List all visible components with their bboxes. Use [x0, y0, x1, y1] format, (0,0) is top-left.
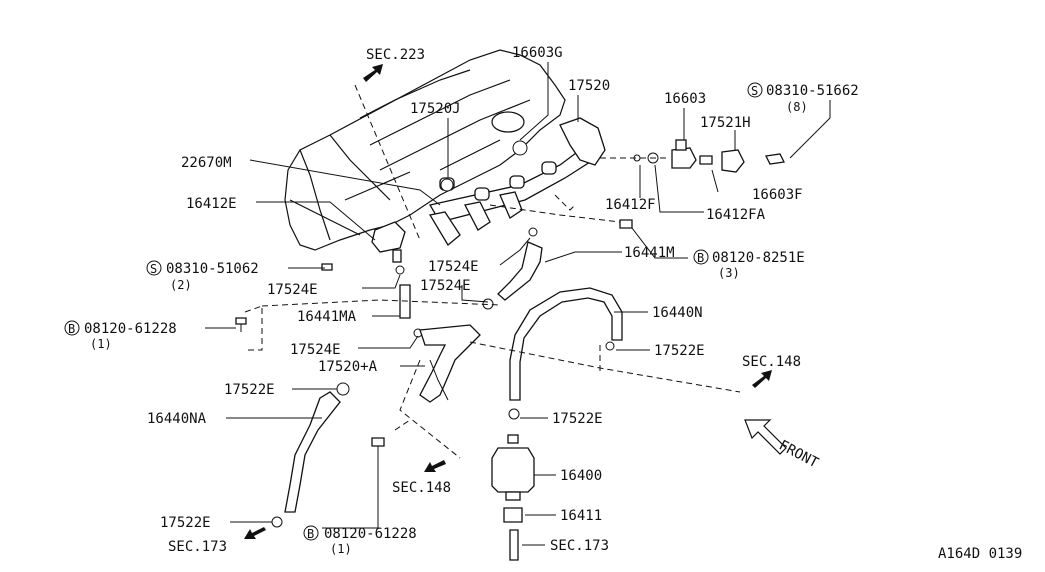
symbol-b-circle: [693, 249, 709, 265]
label-sec223: SEC.223: [366, 47, 425, 63]
label-16440n: 16440N: [652, 305, 703, 321]
label-qty-3: (3): [718, 266, 740, 280]
label-sec148-bottom: SEC.148: [392, 480, 451, 496]
regulator-16412e: [371, 221, 406, 263]
label-b-symbol-2: B: [68, 322, 75, 336]
label-qty-1-top: (1): [90, 337, 112, 351]
sec223-arrow: [363, 64, 383, 82]
label-qty-2: (2): [170, 278, 192, 292]
label-17524e-d: 17524E: [290, 342, 341, 358]
front-arrow: [744, 419, 787, 455]
label-16400: 16400: [560, 468, 602, 484]
label-17521h: 17521H: [700, 115, 751, 131]
label-s-symbol-1: S: [751, 84, 758, 98]
sec173-left-arrow: [244, 527, 266, 539]
label-qty-1-bottom: (1): [330, 542, 352, 556]
label-16441ma: 16441MA: [297, 309, 357, 325]
label-17524e-b: 17524E: [267, 282, 318, 298]
label-16603g: 16603G: [512, 45, 563, 61]
label-17524e-a: 17524E: [428, 259, 479, 275]
engine-head-outline: [284, 49, 566, 251]
label-sec173-left: SEC.173: [168, 539, 227, 555]
label-s-symbol-2: S: [150, 262, 157, 276]
sec148-right-arrow: [752, 370, 772, 388]
pressure-regulator: [559, 117, 606, 166]
phantom-lines: [244, 84, 741, 459]
pressure-damper-assembly: [633, 139, 785, 173]
label-17522e-c: 17522E: [552, 411, 603, 427]
symbol-s-circle: [747, 82, 763, 98]
label-16411: 16411: [560, 508, 602, 524]
label-22670m: 22670M: [181, 155, 232, 171]
label-b-symbol-3: B: [307, 527, 314, 541]
label-16412f: 16412F: [605, 197, 656, 213]
label-17520: 17520: [568, 78, 610, 94]
label-16412fa: 16412FA: [706, 207, 766, 223]
section-arrows: [244, 64, 787, 539]
label-08310-51062: 08310-51062: [166, 261, 259, 277]
label-08120-61228-bottom: 08120-61228: [324, 526, 417, 542]
label-08120-8251e: 08120-8251E: [712, 250, 805, 266]
callout-labels: SEC.223 16603G 17520 17520J 16603 S 0831…: [64, 45, 1022, 562]
symbol-b-circle: [64, 320, 80, 336]
label-16441m: 16441M: [624, 245, 675, 261]
diagram-code: A164D 0139: [938, 546, 1022, 562]
symbol-b-circle: [303, 525, 319, 541]
label-qty-8: (8): [786, 100, 808, 114]
label-16440na: 16440NA: [147, 411, 207, 427]
label-b-symbol-1: B: [697, 251, 704, 265]
label-08120-61228-top: 08120-61228: [84, 321, 177, 337]
label-17520j: 17520J: [410, 101, 461, 117]
sec148-bottom-arrow: [424, 460, 446, 472]
label-16603f: 16603F: [752, 187, 803, 203]
leader-lines: [205, 62, 831, 546]
label-17522e-b: 17522E: [224, 382, 275, 398]
label-17520-a: 17520+A: [318, 359, 378, 375]
label-16412e: 16412E: [186, 196, 237, 212]
label-sec173-right: SEC.173: [550, 538, 609, 554]
label-16603: 16603: [664, 91, 706, 107]
symbol-s-circle: [146, 260, 162, 276]
fuel-filter: [491, 434, 535, 561]
label-front: FRONT: [776, 437, 821, 471]
label-17524e-c: 17524E: [420, 278, 471, 294]
label-sec148-right: SEC.148: [742, 354, 801, 370]
label-17522e-d: 17522E: [160, 515, 211, 531]
fuel-rail: [428, 117, 606, 246]
label-08310-51662: 08310-51662: [766, 83, 859, 99]
label-17522e-a: 17522E: [654, 343, 705, 359]
